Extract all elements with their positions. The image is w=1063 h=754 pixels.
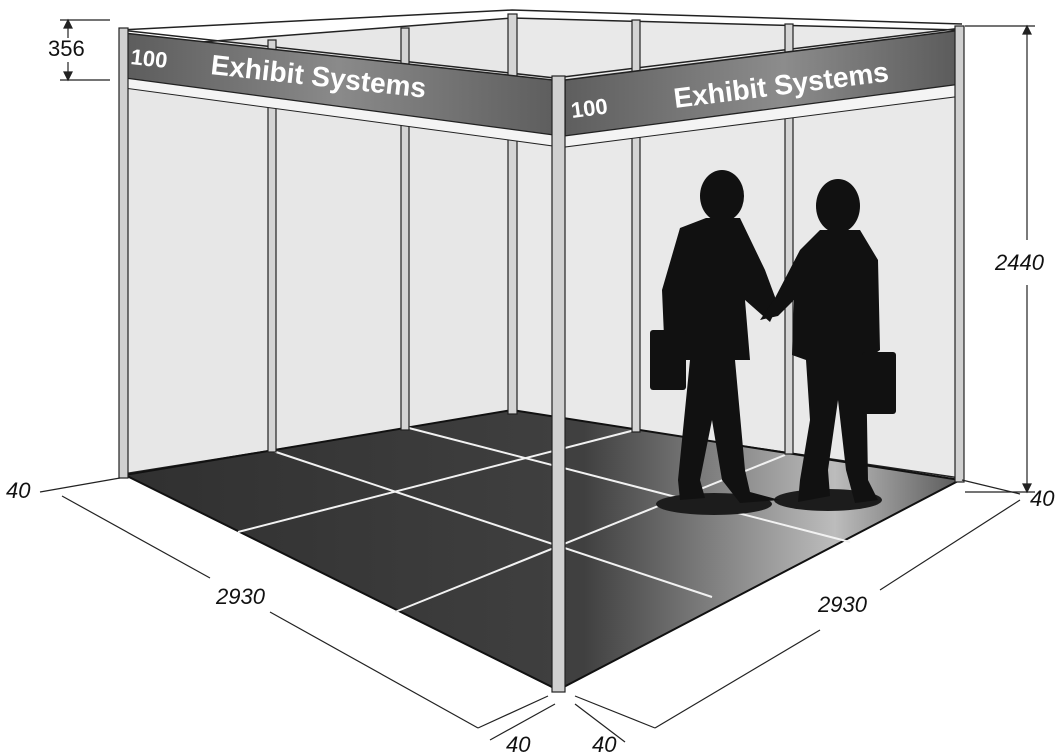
dim-wall-height: 2440 — [994, 250, 1045, 275]
businessman-right-icon — [760, 179, 896, 503]
post — [784, 23, 794, 455]
dim-right-width: 2930 — [817, 592, 868, 617]
right-fascia-sign: 100 Exhibit Systems — [564, 29, 963, 148]
corner-post-back — [507, 13, 518, 415]
dimension-lines — [39, 18, 1035, 743]
floor-tile-lines — [237, 426, 851, 613]
post — [267, 39, 277, 453]
dim-post-front-left: 40 — [506, 732, 531, 754]
businessman-left-icon — [650, 170, 780, 503]
corner-post-right — [954, 25, 965, 483]
corner-post-front — [551, 75, 566, 693]
dim-left-width: 2930 — [215, 584, 266, 609]
dim-fascia-height: 356 — [48, 36, 85, 61]
post — [400, 27, 410, 431]
dim-post-right: 40 — [1030, 486, 1055, 511]
back-posts — [267, 13, 794, 455]
right-fascia-number: 100 — [569, 94, 609, 123]
businessmen-silhouettes — [650, 170, 896, 515]
dim-post-left: 40 — [6, 478, 31, 503]
left-fascia-number: 100 — [129, 44, 168, 73]
front-posts — [118, 25, 965, 693]
post — [631, 19, 641, 433]
top-frame — [119, 9, 963, 79]
dim-post-front-right: 40 — [592, 732, 617, 754]
corner-post-left — [118, 27, 129, 479]
